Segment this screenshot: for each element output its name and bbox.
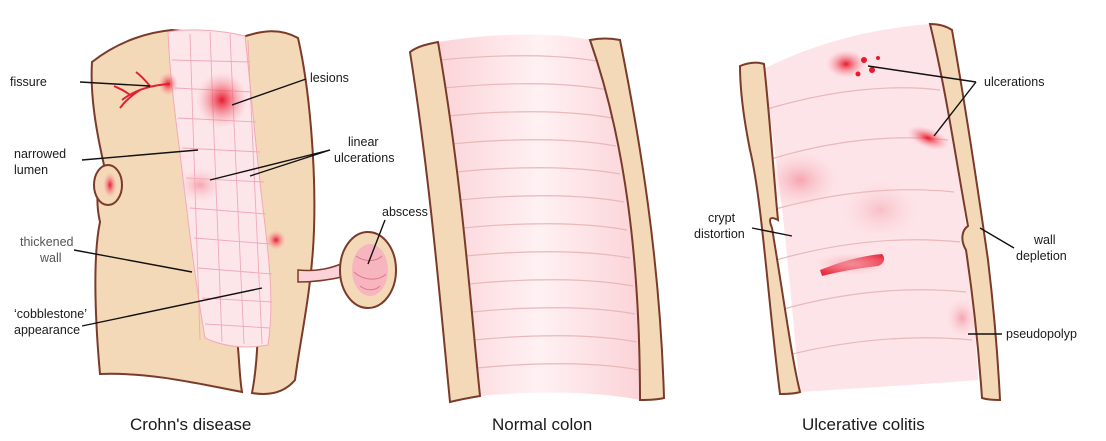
caption-uc: Ulcerative colitis xyxy=(802,415,925,434)
label-wall-line1: wall xyxy=(1033,233,1056,247)
label-thickened-line2: wall xyxy=(39,251,62,265)
caption-crohns: Crohn's disease xyxy=(130,415,251,434)
uc-ulcer-dot-3 xyxy=(856,72,861,77)
crohns-wall-bulge-lesion xyxy=(103,172,117,198)
label-wall-depletion: wall depletion xyxy=(1016,233,1067,263)
crohns-lesion-mid xyxy=(176,167,224,203)
caption-normal: Normal colon xyxy=(492,415,592,434)
label-cobblestone-line1: ‘cobblestone’ xyxy=(14,307,87,321)
label-ulcerations: ulcerations xyxy=(984,75,1044,89)
label-lesions: lesions xyxy=(310,71,349,85)
label-thickened-line1: thickened xyxy=(20,235,74,249)
uc-ulcer-dot-4 xyxy=(876,56,880,60)
label-thickened-wall: thickened wall xyxy=(20,235,77,265)
uc-panel: ulcerations crypt distortion wall deplet… xyxy=(694,24,1077,434)
label-crypt-distortion: crypt distortion xyxy=(694,211,745,241)
label-narrowed-lumen-line1: narrowed xyxy=(14,147,66,161)
crohns-lesion-small xyxy=(266,230,286,250)
uc-ulcer-dot-1 xyxy=(861,57,867,63)
label-pseudopolyp: pseudopolyp xyxy=(1006,327,1077,341)
label-cobblestone-line2: appearance xyxy=(14,323,80,337)
uc-diffuse-2 xyxy=(840,180,920,240)
label-cobblestone: ‘cobblestone’ appearance xyxy=(14,307,90,337)
uc-ulcer-dot-2 xyxy=(869,67,875,73)
label-linear-line2: ulcerations xyxy=(334,151,394,165)
label-narrowed-lumen-line2: lumen xyxy=(14,163,48,177)
label-fissure: fissure xyxy=(10,75,47,89)
uc-ulcer-streak-glow xyxy=(812,252,892,276)
label-linear-line1: linear xyxy=(348,135,379,149)
label-crypt-line1: crypt xyxy=(708,211,736,225)
normal-panel: Normal colon xyxy=(410,35,664,435)
abscess-core xyxy=(352,244,388,296)
crohns-panel: fissure lesions narrowed lumen linear ul… xyxy=(10,30,428,434)
label-linear-ulcerations: linear ulcerations xyxy=(334,135,394,165)
label-abscess: abscess xyxy=(382,205,428,219)
label-crypt-line2: distortion xyxy=(694,227,745,241)
crohns-lesion-top xyxy=(196,72,248,128)
label-wall-line2: depletion xyxy=(1016,249,1067,263)
label-narrowed-lumen: narrowed lumen xyxy=(14,147,70,177)
